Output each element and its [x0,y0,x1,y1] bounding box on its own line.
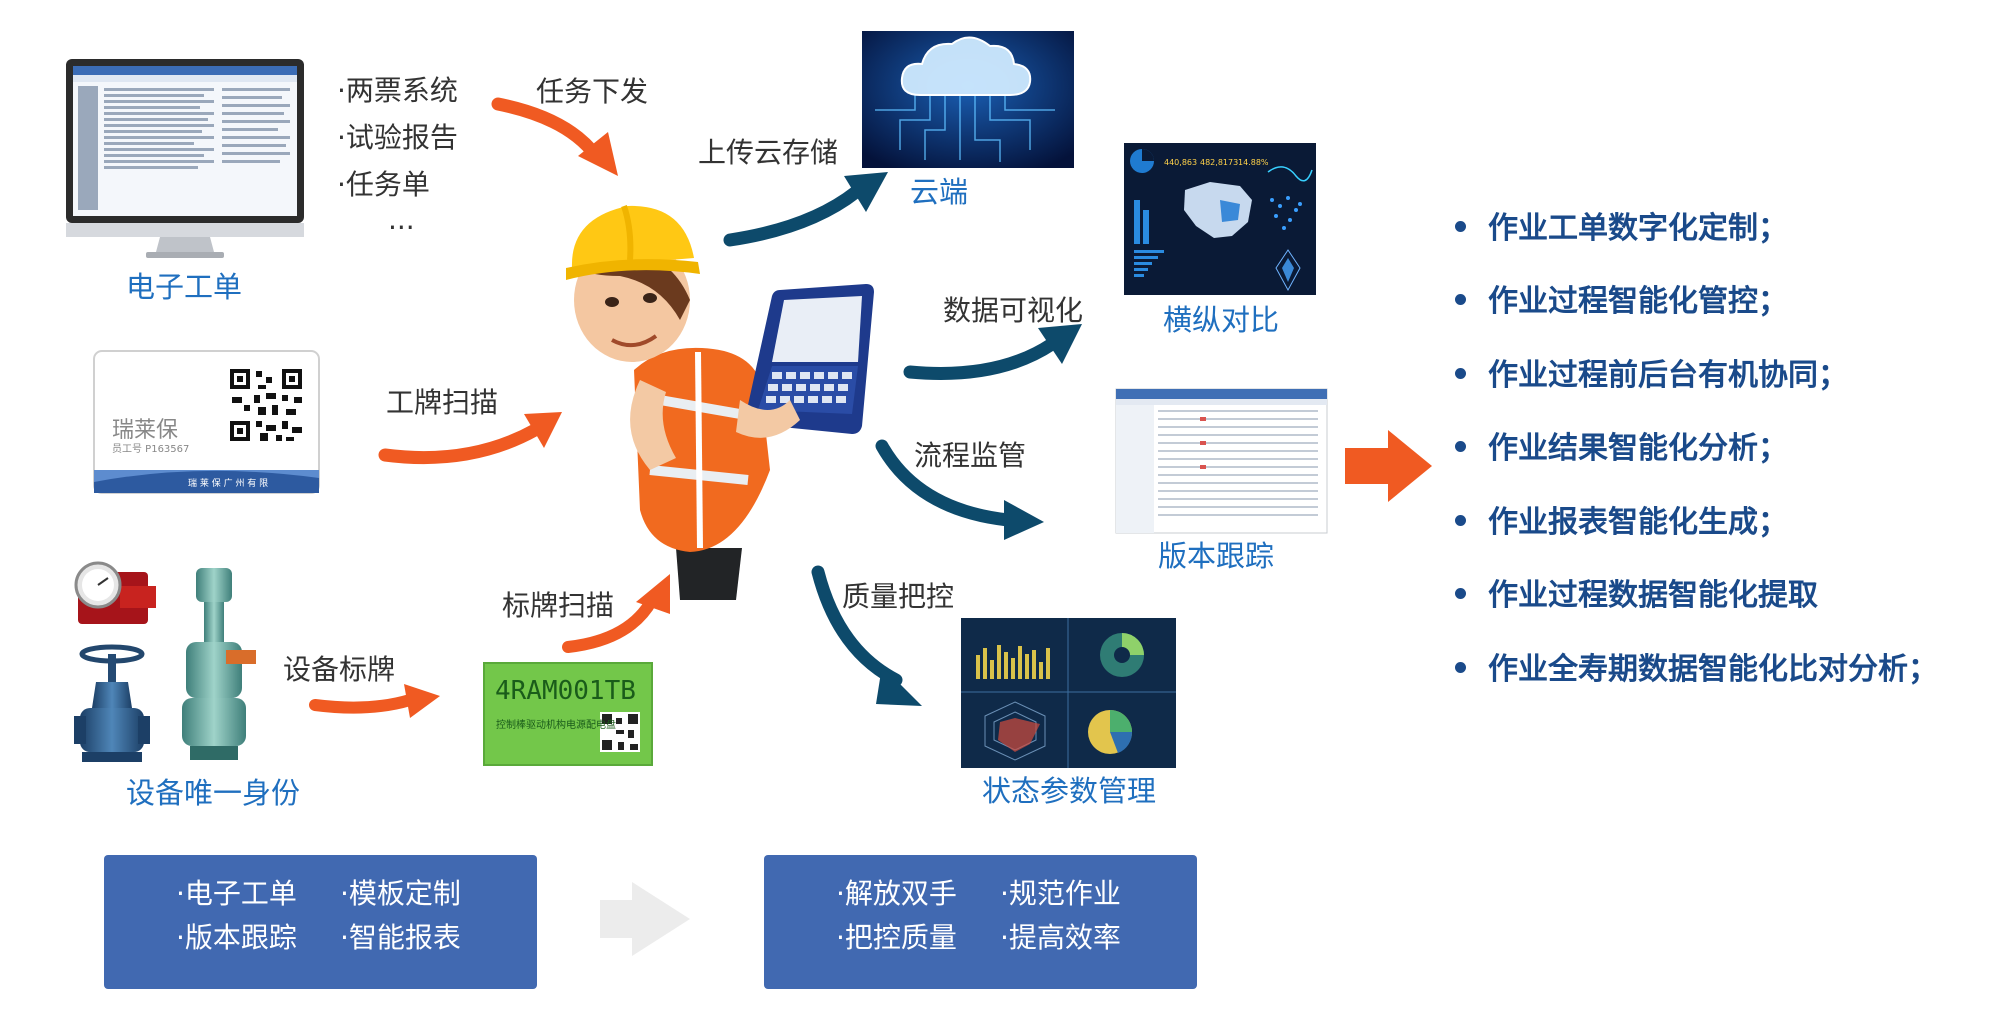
label-quality-control: 质量把控 [842,580,955,613]
benefit-item: 作业报表智能化生成； [1455,508,1788,538]
result-item: ·提高效率 [1000,921,1121,954]
result-item: ·规范作业 [1000,877,1121,910]
work-order-item: ··· [388,211,415,244]
label-task-dispatch: 任务下发 [536,75,649,108]
arrow-device-plate [309,684,440,718]
label-data-viz: 数据可视化 [943,294,1084,327]
employee-badge-image [93,350,320,494]
status-dashboard-image [961,618,1176,768]
work-order-item: ·任务单 [337,168,430,201]
cloud-image [862,31,1074,168]
label-device-plate: 设备标牌 [283,653,396,686]
version-tracking-image [1115,388,1328,534]
label-badge-scan: 工牌扫描 [386,386,499,419]
arrow-badge-scan [378,412,562,465]
summary-box-features [104,855,537,989]
feature-item: ·电子工单 [176,877,297,910]
arrow-process-supervision [875,439,1044,540]
badge-qr-code [230,369,302,441]
benefit-item: 作业过程智能化管控； [1455,287,1788,317]
summary-box-results [764,855,1197,989]
badge-number: 员工号 P163567 [112,444,190,455]
badge-footer: 瑞 莱 保 广 州 有 限 [188,479,269,489]
dashboard-stat-3: 14.88% [1238,158,1269,167]
benefit-item: 作业全寿期数据智能化比对分析； [1455,655,1938,685]
cloud-caption: 云端 [910,175,969,209]
bullet-icon [1455,515,1466,526]
feature-item: ·版本跟踪 [176,921,297,954]
arrow-task-dispatch [491,97,618,176]
benefit-item: 作业过程前后台有机协同； [1455,361,1848,391]
arrow-quality-control [811,565,922,706]
nameplate-code: 4RAM001TB [495,676,636,706]
arrow-plate-scan [562,574,670,653]
work-order-item: ·试验报告 [337,121,458,154]
feature-item: ·智能报表 [340,921,461,954]
result-item: ·解放双手 [836,877,957,910]
nameplate-sub: 控制棒驱动机构电源配电盘 [496,720,616,731]
computer-monitor-image [66,59,304,258]
arrow-to-benefits [1345,430,1432,502]
arrow-cloud-upload [723,172,888,247]
feature-item: ·模板定制 [340,877,461,910]
bullet-icon [1455,662,1466,673]
arrow-bottom-grey [600,882,690,956]
worker-figure-image [566,205,874,600]
work-order-caption: 电子工单 [126,270,243,304]
label-plate-scan: 标牌扫描 [502,589,615,622]
result-item: ·把控质量 [836,921,957,954]
label-process-supervision: 流程监管 [914,439,1027,472]
badge-name: 瑞莱保 [112,418,179,443]
dashboard-image [1124,143,1316,295]
work-order-item: ·两票系统 [337,74,458,107]
benefit-item: 作业结果智能化分析； [1455,434,1788,464]
arrow-data-viz [903,324,1082,380]
benefit-item: 作业工单数字化定制； [1455,214,1788,244]
bullet-icon [1455,294,1466,305]
bullet-icon [1455,221,1466,232]
dashboard-stat-2: 482,8173 [1200,158,1239,167]
version-tracking-caption: 版本跟踪 [1158,539,1275,573]
comparison-caption: 横纵对比 [1163,303,1280,337]
tablet-image [745,284,874,434]
equipment-nameplate-image [483,662,653,766]
benefit-item: 作业过程数据智能化提取 [1455,581,1818,611]
equipment-image [74,561,256,762]
equipment-caption: 设备唯一身份 [126,776,301,810]
dashboard-stat-1: 440,863 [1164,158,1198,167]
label-cloud-upload: 上传云存储 [698,136,839,169]
bullet-icon [1455,368,1466,379]
bullet-icon [1455,588,1466,599]
status-params-caption: 状态参数管理 [982,774,1157,808]
bullet-icon [1455,441,1466,452]
